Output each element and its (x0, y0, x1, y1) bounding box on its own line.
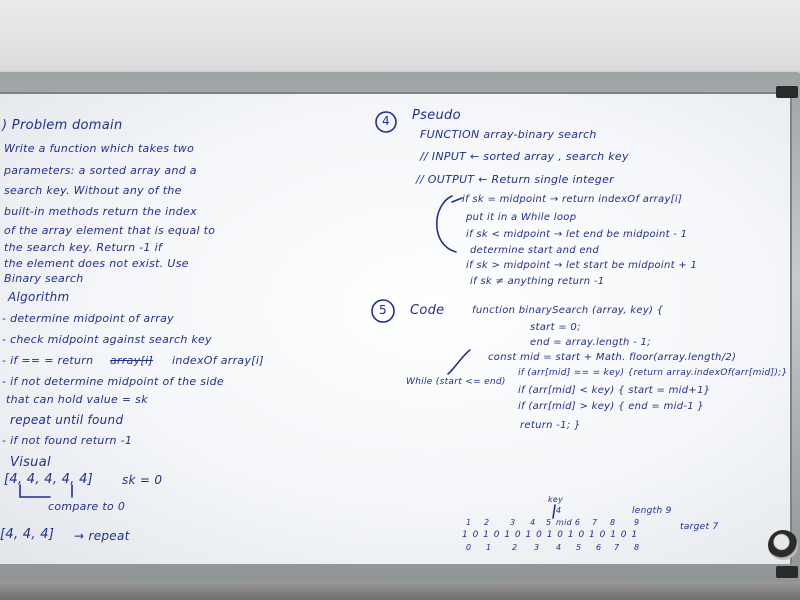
algorithm-step: - determine midpoint of array (2, 312, 174, 325)
magnet-icon (768, 530, 798, 560)
key-value: 4 (556, 506, 562, 515)
repeat-array: [4, 4, 4] (0, 527, 55, 542)
top-number: 2 (484, 518, 490, 527)
wall (0, 0, 800, 80)
pseudo-input: // INPUT ← sorted array , search key (420, 150, 629, 163)
algorithm-step: - if not found return -1 (2, 434, 133, 447)
index-number: 3 (534, 543, 540, 552)
code-line: return -1; } (520, 420, 581, 431)
problem-domain-heading: ) Problem domain (2, 118, 123, 133)
repeat-label: → repeat (74, 529, 130, 543)
top-number: 5 (546, 518, 552, 527)
length-label: length 9 (632, 506, 672, 516)
top-number: 4 (530, 518, 536, 527)
algorithm-title: Algorithm (8, 290, 70, 304)
index-number: 2 (512, 543, 518, 552)
algorithm-struck-word: array[i] (110, 354, 154, 367)
index-number: 7 (614, 543, 620, 552)
code-line: function binarySearch (array, key) { (472, 305, 664, 316)
step-circle-5 (371, 299, 395, 323)
compare-arrow (19, 484, 51, 498)
algorithm-return-rest: indexOf array[i] (172, 354, 264, 367)
search-key-value: sk = 0 (122, 473, 163, 487)
pseudo-arrow-tick (451, 197, 463, 203)
key-label: key (548, 495, 564, 504)
algorithm-step: - if not determine midpoint of the side (2, 375, 224, 388)
step-number-4: 4 (382, 114, 390, 128)
target-label: target 7 (680, 522, 719, 532)
index-number: 4 (556, 543, 562, 552)
problem-line: Binary search (4, 272, 84, 285)
while-arrow (447, 349, 471, 375)
code-line: const mid = start + Math. floor(array.le… (488, 352, 737, 363)
pseudo-line: determine start and end (470, 245, 600, 256)
step-circle-4 (375, 111, 397, 133)
top-number: mid 6 (556, 518, 581, 527)
problem-line: parameters: a sorted array and a (4, 164, 197, 177)
algorithm-step: - check midpoint against search key (2, 333, 212, 346)
code-label: Code (410, 303, 445, 318)
whiteboard-surface (0, 92, 792, 564)
top-number: 7 (592, 518, 598, 527)
pseudo-line: if sk < midpoint → let end be midpoint -… (466, 229, 688, 240)
pseudo-output: // OUTPUT ← Return single integer (416, 173, 614, 186)
index-number: 1 (486, 543, 492, 552)
top-number: 3 (510, 518, 516, 527)
algorithm-step: repeat until found (10, 413, 124, 427)
pseudo-line: if sk ≠ anything return -1 (470, 276, 605, 287)
problem-line: the element does not exist. Use (4, 257, 189, 270)
index-number: 5 (576, 543, 582, 552)
code-line: if (arr[mid] == = key) {return array.ind… (518, 368, 788, 378)
algorithm-step: - if == = return (2, 354, 94, 367)
index-number: 0 (466, 543, 472, 552)
problem-line: Write a function which takes two (4, 142, 195, 155)
code-line: if (arr[mid] > key) { end = mid-1 } (518, 401, 705, 412)
algorithm-step: that can hold value = sk (6, 393, 148, 406)
code-line: if (arr[mid] < key) { start = mid+1} (518, 385, 711, 396)
problem-line: of the array element that is equal to (4, 224, 216, 237)
visual-array: [4, 4, 4, 4, 4] (4, 472, 94, 487)
pseudo-function: FUNCTION array-binary search (420, 128, 597, 141)
problem-line: built-in methods return the index (4, 205, 197, 218)
top-number: 1 (466, 518, 472, 527)
while-label: While (start <= end) (406, 377, 506, 387)
pseudo-title: Pseudo (412, 108, 461, 123)
index-number: 6 (596, 543, 602, 552)
visual-title: Visual (10, 455, 51, 470)
wall-shadow (0, 582, 800, 600)
index-number: 8 (634, 543, 640, 552)
problem-line: the search key. Return -1 if (4, 241, 163, 254)
top-number: 9 (634, 518, 640, 527)
step-number-5: 5 (379, 303, 387, 317)
binary-row: 1 0 1 0 1 0 1 0 1 0 1 0 1 0 1 0 1 (462, 530, 639, 540)
compare-label: compare to 0 (48, 500, 126, 513)
code-line: end = array.length - 1; (530, 337, 651, 348)
pseudo-line: put it in a While loop (466, 212, 577, 223)
problem-line: search key. Without any of the (4, 184, 182, 197)
frame-corner-cap (776, 566, 798, 578)
key-pointer (552, 504, 556, 519)
pseudo-line: if sk > midpoint → let start be midpoint… (466, 260, 698, 271)
frame-corner-cap (776, 86, 798, 98)
pseudo-line: if sk = midpoint → return indexOf array[… (462, 194, 683, 205)
top-number: 8 (610, 518, 616, 527)
pseudo-bracket (435, 195, 457, 253)
code-line: start = 0; (530, 322, 581, 333)
